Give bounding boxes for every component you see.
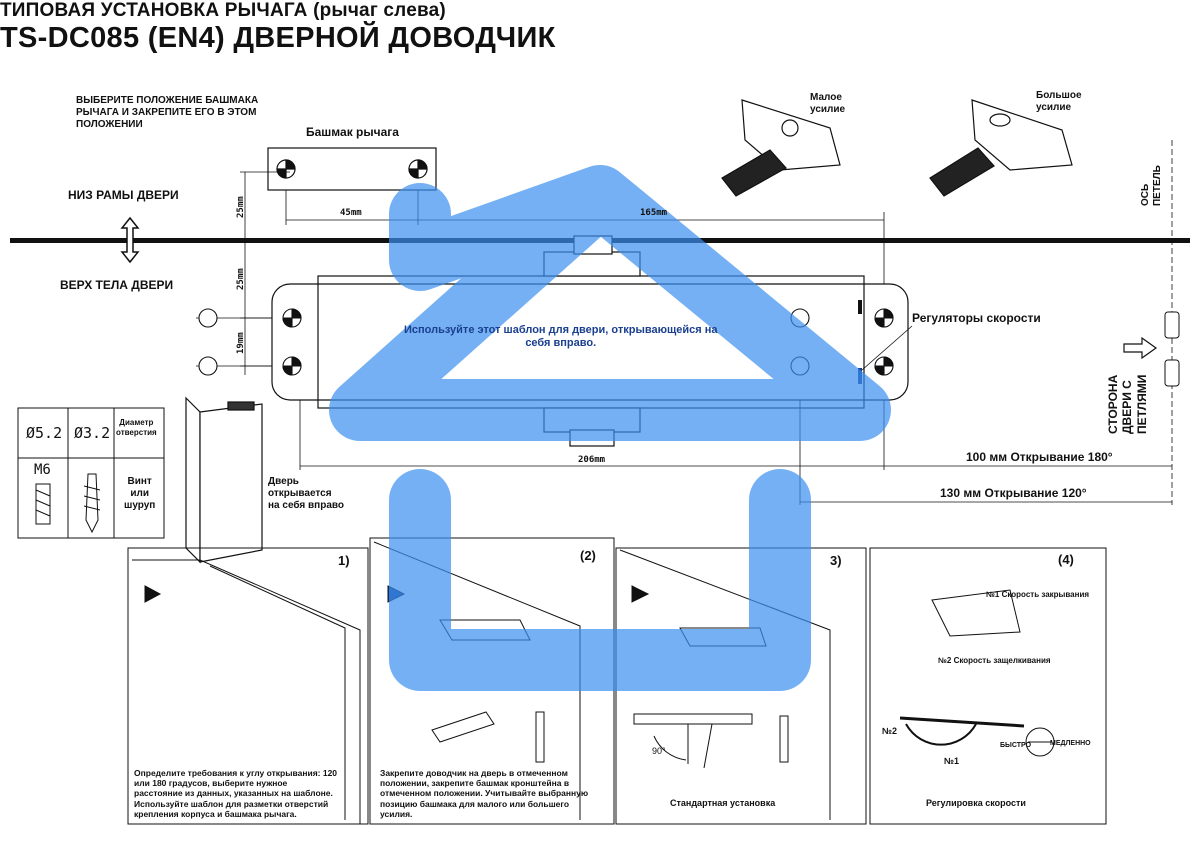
small-force-illustration bbox=[721, 99, 841, 197]
hinge-side-arrow bbox=[1123, 336, 1158, 360]
dim-165: 165mm bbox=[640, 208, 668, 218]
blue-overlay-arrow bbox=[329, 165, 891, 691]
hinges bbox=[1164, 311, 1180, 387]
dim-25-bottom: 25mm bbox=[236, 268, 246, 290]
dim-19: 19mm bbox=[236, 332, 246, 354]
hinge-side-label: СТОРОНА ДВЕРИ С ПЕТЛЯМИ bbox=[1106, 374, 1149, 434]
step3-angle: 90° bbox=[652, 746, 666, 756]
page-title-left: ТИПОВАЯ УСТАНОВКА РЫЧАГА (рычаг слева) bbox=[0, 0, 446, 21]
step1-door bbox=[132, 559, 361, 824]
step2-caption: Закрепите доводчик на дверь в отмеченном… bbox=[380, 768, 589, 819]
small-force-label: Малое усилие bbox=[810, 92, 846, 115]
step3-number: 3) bbox=[830, 553, 842, 568]
screw-size: M6 bbox=[34, 462, 51, 478]
step4-fast: БЫСТРО bbox=[1000, 742, 1032, 749]
step4-speed1: №1 Скорость закрывания bbox=[986, 590, 1090, 599]
frame-bottom-label: НИЗ РАМЫ ДВЕРИ bbox=[68, 188, 179, 202]
dim-25-top: 25mm bbox=[236, 196, 246, 218]
door-note: Дверь открывается на себя вправо bbox=[268, 476, 345, 511]
template-usage-note: Используйте этот шаблон для двери, откры… bbox=[404, 324, 718, 350]
opening-180: 100 мм Открывание 180° bbox=[966, 450, 1113, 464]
step4-number: (4) bbox=[1058, 552, 1074, 567]
step3-caption: Стандартная установка bbox=[670, 798, 776, 808]
dim-45: 45mm bbox=[340, 208, 362, 218]
speed-regulators-label: Регуляторы скорости bbox=[912, 311, 1041, 325]
step4-n2: №2 bbox=[882, 726, 898, 736]
dim-206: 206mm bbox=[578, 455, 606, 465]
door-sketch bbox=[185, 396, 263, 564]
screw-icons bbox=[35, 473, 101, 534]
step4-speed2: №2 Скорость защелкивания bbox=[938, 656, 1051, 665]
regulator-leader bbox=[861, 325, 913, 371]
lever-shoe-label: Башмак рычага bbox=[306, 125, 399, 139]
hole-d2: Ø3.2 bbox=[74, 424, 111, 442]
page-title-right: TS-DC085 (EN4) ДВЕРНОЙ ДОВОДЧИК bbox=[0, 22, 556, 54]
large-force-label: Большое усилие bbox=[1036, 90, 1082, 113]
door-top-label: ВЕРХ ТЕЛА ДВЕРИ bbox=[60, 278, 174, 292]
hole-d1: Ø5.2 bbox=[26, 424, 63, 442]
large-force-illustration bbox=[929, 99, 1073, 197]
step1-caption: Определите требования к углу открывания:… bbox=[134, 768, 338, 819]
step1-number: 1) bbox=[338, 553, 350, 568]
screw-label: Винт или шуруп bbox=[124, 476, 156, 511]
step4-details bbox=[899, 589, 1055, 757]
diameter-label: Диаметр отверстия bbox=[116, 418, 157, 437]
speed-regulator-1 bbox=[858, 300, 862, 314]
step2-number: (2) bbox=[580, 548, 596, 563]
hinge-axis-label: ОСЬ ПЕТЕЛЬ bbox=[1140, 165, 1163, 206]
step4-caption: Регулировка скорости bbox=[926, 798, 1026, 808]
hole-table bbox=[17, 407, 165, 539]
select-position-note: ВЫБЕРИТЕ ПОЛОЖЕНИЕ БАШМАКА РЫЧАГА И ЗАКР… bbox=[76, 95, 259, 130]
lever-shoe bbox=[267, 147, 437, 191]
up-down-arrow bbox=[120, 216, 140, 264]
step4-n1: №1 bbox=[944, 756, 960, 766]
step4-slow: МЕДЛЕННО bbox=[1050, 740, 1091, 747]
opening-120: 130 мм Открывание 120° bbox=[940, 486, 1087, 500]
